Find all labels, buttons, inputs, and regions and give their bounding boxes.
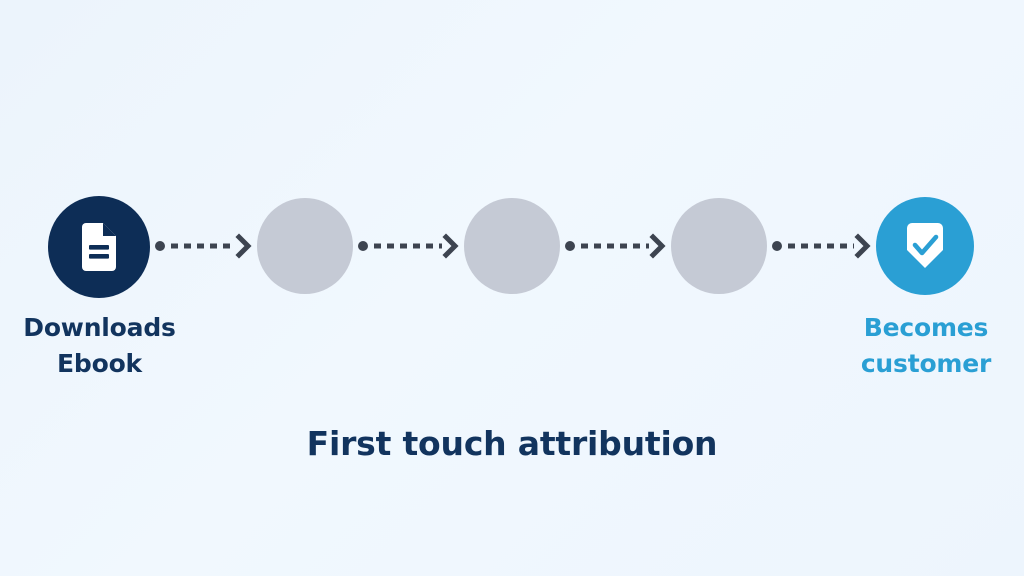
caption-line: Ebook bbox=[57, 348, 142, 378]
shield-check-icon bbox=[907, 223, 943, 268]
customer-journey-row bbox=[0, 196, 1024, 298]
diagram-title: First touch attribution bbox=[306, 424, 718, 463]
caption-line: customer bbox=[860, 348, 992, 378]
journey-node-step-3[interactable] bbox=[464, 198, 560, 294]
journey-connector-2 bbox=[358, 232, 459, 260]
journey-node-step-2[interactable] bbox=[257, 198, 353, 294]
document-icon bbox=[82, 223, 116, 271]
journey-connector-3 bbox=[565, 232, 666, 260]
caption-line: Downloads bbox=[23, 313, 176, 342]
journey-node-downloads-ebook[interactable] bbox=[48, 196, 150, 298]
journey-node-becomes-customer[interactable] bbox=[876, 197, 974, 295]
caption-line: Becomes bbox=[863, 313, 989, 342]
journey-connector-1 bbox=[155, 232, 252, 260]
journey-node-caption-becomes-customer: Becomes customer bbox=[828, 310, 1024, 381]
journey-connector-4 bbox=[772, 232, 871, 260]
journey-node-caption-downloads-ebook: Downloads Ebook bbox=[0, 310, 199, 381]
journey-node-step-4[interactable] bbox=[671, 198, 767, 294]
